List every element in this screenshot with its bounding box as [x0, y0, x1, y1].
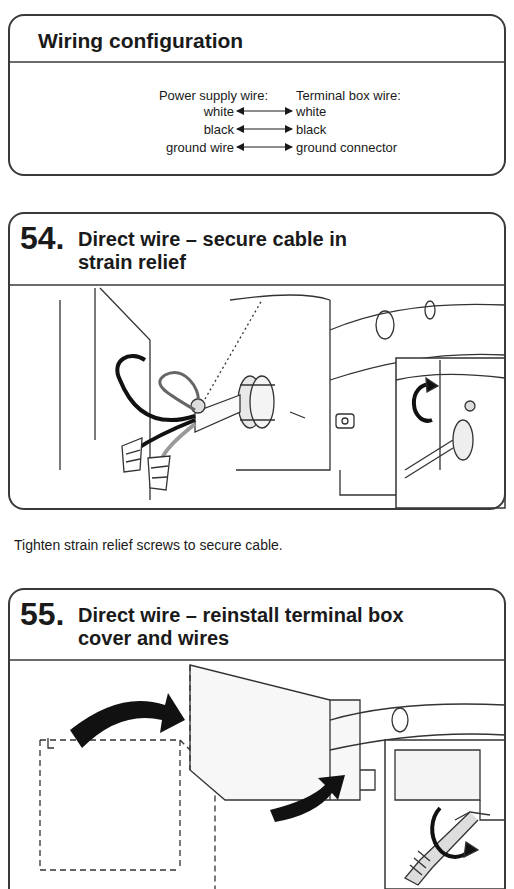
wire-name: black	[204, 122, 234, 137]
instruction-note: Tighten strain relief screws to secure c…	[14, 537, 283, 554]
wire-name: ground connector	[296, 140, 397, 155]
step-panel: 55.Direct wire – reinstall terminal box …	[8, 588, 506, 889]
column-heading: Power supply wire:	[159, 88, 268, 103]
wire-name: black	[296, 122, 326, 137]
wire-name: white	[296, 104, 326, 119]
step-panel: 54.Direct wire – secure cable in strain …	[8, 212, 506, 510]
step-number: 54.	[20, 220, 80, 256]
wire-name: white	[204, 104, 234, 119]
step-title: Direct wire – reinstall terminal box cov…	[78, 604, 428, 650]
step-number: 55.	[20, 596, 80, 632]
panel-title: Wiring configuration	[38, 28, 478, 54]
step-title: Direct wire – secure cable in strain rel…	[78, 228, 368, 274]
wire-name: ground wire	[166, 140, 234, 155]
column-heading: Terminal box wire:	[296, 88, 401, 103]
